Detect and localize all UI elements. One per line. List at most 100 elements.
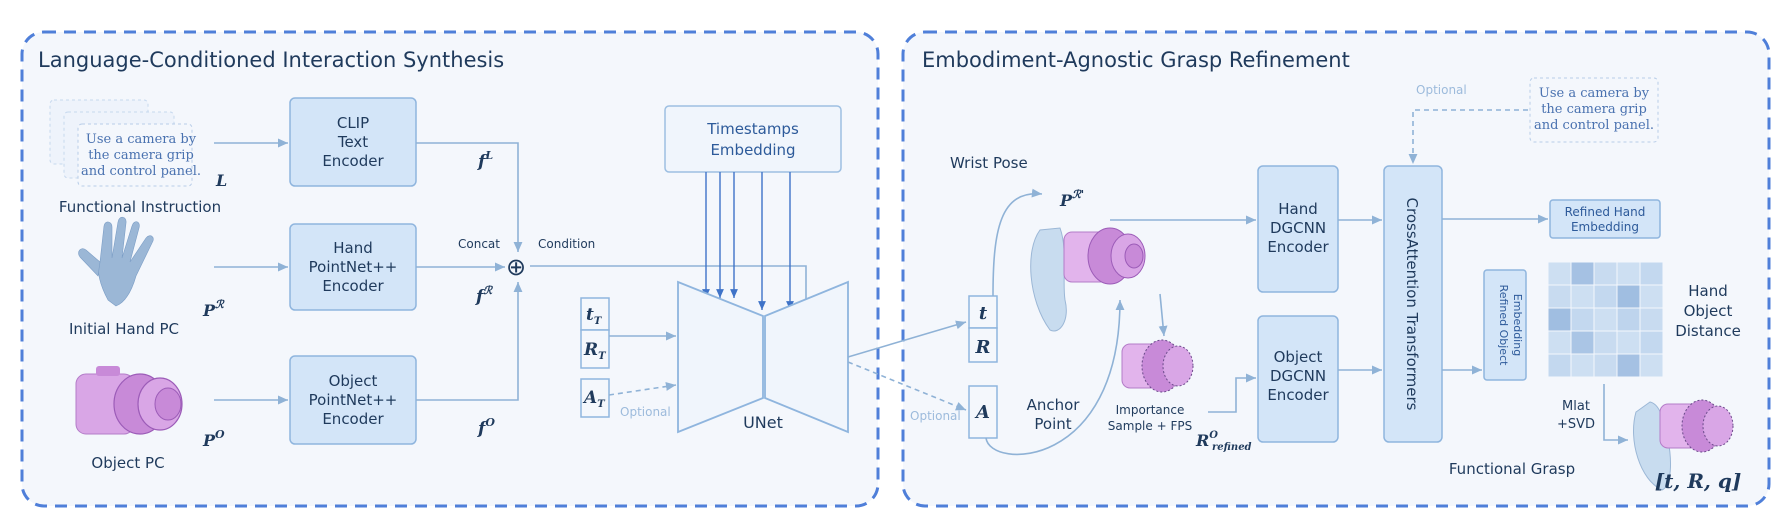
- clip-line-2: Text: [337, 133, 368, 151]
- label-P-O: PO: [202, 428, 225, 450]
- functional-instruction-label: Functional Instruction: [59, 198, 221, 216]
- unet-block: [677, 280, 849, 434]
- heatmap-cell: [1616, 353, 1641, 378]
- instruction-line-2: the camera grip: [88, 148, 194, 163]
- heatmap-cell: [1570, 353, 1595, 378]
- obj-enc-line-1: Object: [329, 372, 378, 390]
- clip-text-encoder: CLIP Text Encoder: [289, 97, 417, 187]
- arrow-heatmap-to-grasp: [1603, 384, 1628, 445]
- object-dgcnn-encoder: Object DGCNN Encoder: [1257, 315, 1339, 443]
- optional-label-top: Optional: [1416, 83, 1467, 97]
- obj-enc-line-3: Encoder: [322, 410, 384, 428]
- heatmap-cell: [1593, 353, 1618, 378]
- label-fL: fL: [477, 149, 493, 172]
- hand-pointnet-encoder: Hand PointNet++ Encoder: [289, 223, 417, 311]
- trajectory-input-stack: tT RT AT: [580, 297, 610, 418]
- unet-label: UNet: [743, 413, 783, 432]
- label-L: L: [215, 171, 227, 190]
- label-A: A: [974, 402, 990, 423]
- arrow-cloud-to-sampled: [1158, 293, 1168, 337]
- object-pointnet-encoder: Object PointNet++ Encoder: [289, 355, 417, 445]
- arrow-fL-to-concat: [416, 142, 523, 252]
- object-point-cloud: [75, 366, 183, 435]
- rhe-line-1: Refined Hand: [1565, 205, 1646, 219]
- heatmap-cell: [1547, 284, 1572, 309]
- hand-object-distance-heatmap: [1547, 261, 1664, 378]
- heatmap-cell: [1616, 284, 1641, 309]
- mlat-line-1: Mlat: [1562, 399, 1590, 414]
- heatmap-cell: [1593, 330, 1618, 355]
- oplus-symbol: ⊕: [506, 253, 526, 281]
- refined-object-embedding: Refined Object Embedding: [1483, 269, 1527, 381]
- optional-label-right-left: Optional: [910, 409, 961, 423]
- heatmap-cell: [1570, 284, 1595, 309]
- curve-A-to-anchor: [985, 299, 1125, 456]
- curve-t-to-hand: [992, 188, 1043, 297]
- label-P-R-prime: Pℛ': [1059, 188, 1084, 210]
- arrow-fO-to-concat: [416, 282, 523, 401]
- ts-line-1: Timestamps: [706, 120, 799, 138]
- heatmap-cell: [1639, 353, 1664, 378]
- arrow-unet-to-tR: [847, 320, 967, 358]
- anchor-point-line-2: Point: [1034, 415, 1071, 433]
- heatmap-cell: [1547, 261, 1572, 286]
- heatmap-cell: [1547, 353, 1572, 378]
- instruction-right-line-1: Use a camera by: [1539, 86, 1650, 101]
- heatmap-cell: [1639, 330, 1664, 355]
- heatmap-cell: [1639, 307, 1664, 332]
- hand-object-point-cloud: [1030, 227, 1146, 332]
- label-tT: tT: [586, 305, 603, 327]
- cross-attention-label: CrossAttention Transformers: [1403, 198, 1421, 411]
- label-fO: fO: [477, 416, 495, 439]
- arrow-condition-to-unet: [530, 265, 811, 312]
- obj-enc-line-2: PointNet++: [309, 391, 398, 409]
- output-label: [t, R, q]: [1655, 469, 1742, 493]
- instruction-card-right: Use a camera by the camera grip and cont…: [1529, 77, 1659, 143]
- heatmap-cell: [1593, 284, 1618, 309]
- heatmap-cell: [1547, 307, 1572, 332]
- instruction-line-1: Use a camera by: [86, 132, 197, 147]
- instruction-card-stack: He the Use a camera by the camera grip a…: [49, 99, 201, 187]
- mlat-line-2: +SVD: [1557, 417, 1595, 432]
- condition-label: Condition: [538, 237, 595, 251]
- hod-line-1: Hand: [1688, 282, 1728, 300]
- object-pc-label: Object PC: [91, 454, 164, 472]
- functional-grasp-label: Functional Grasp: [1449, 460, 1575, 478]
- heatmap-cell: [1593, 307, 1618, 332]
- pose-stack: t R A: [968, 295, 998, 439]
- timestamps-embedding: Timestamps Embedding: [664, 105, 842, 173]
- heatmap-cell: [1570, 261, 1595, 286]
- timestamp-arrows: [702, 172, 794, 310]
- importance-sample-line-1: Importance: [1116, 403, 1185, 417]
- instruction-line-3: and control panel.: [81, 164, 201, 179]
- label-R: R: [975, 337, 991, 358]
- hand-enc-line-1: Hand: [333, 239, 373, 257]
- initial-hand-pc-label: Initial Hand PC: [69, 320, 179, 338]
- wrist-pose-label: Wrist Pose: [950, 154, 1028, 172]
- heatmap-cell: [1616, 261, 1641, 286]
- hand-dgcnn-line-3: Encoder: [1267, 238, 1329, 256]
- label-RT: RT: [583, 340, 607, 362]
- sampled-object-point-cloud: [1121, 339, 1194, 393]
- instruction-right-line-3: and control panel.: [1534, 118, 1654, 133]
- arrow-sampled-to-obj-dgcnn: [1208, 373, 1256, 413]
- heatmap-cell: [1547, 330, 1572, 355]
- label-AT: AT: [582, 388, 606, 410]
- importance-sample-line-2: Sample + FPS: [1108, 419, 1192, 433]
- optional-label-left: Optional: [620, 405, 671, 419]
- label-t: t: [979, 303, 988, 324]
- arrow-unet-to-A-optional: [847, 361, 967, 411]
- hand-dgcnn-line-1: Hand: [1278, 200, 1318, 218]
- heatmap-cell: [1593, 261, 1618, 286]
- roe-line-1: Refined Object: [1497, 285, 1510, 367]
- refined-hand-embedding: Refined Hand Embedding: [1549, 199, 1661, 239]
- obj-dgcnn-line-3: Encoder: [1267, 386, 1329, 404]
- clip-line-3: Encoder: [322, 152, 384, 170]
- arrow-instruction-to-ca-optional: [1408, 109, 1528, 164]
- instruction-right-line-2: the camera grip: [1541, 102, 1647, 117]
- left-panel: [20, 30, 880, 508]
- hand-dgcnn-encoder: Hand DGCNN Encoder: [1257, 165, 1339, 293]
- roe-line-2: Embedding: [1511, 294, 1524, 356]
